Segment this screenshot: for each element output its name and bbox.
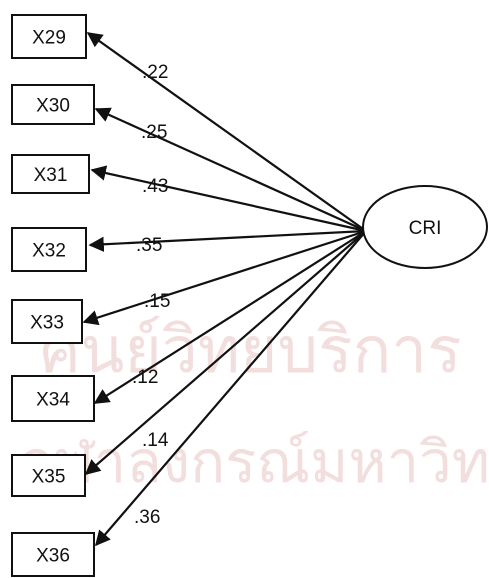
indicator-x32: X32 xyxy=(11,227,87,272)
indicator-box xyxy=(11,375,95,422)
indicator-label: X29 xyxy=(32,28,66,49)
path-arrow-x30 xyxy=(94,107,367,233)
path-arrow-x36 xyxy=(94,230,367,547)
path-arrow-x29 xyxy=(86,32,367,232)
path-arrow-x35 xyxy=(84,230,367,476)
indicator-x36: X36 xyxy=(11,532,95,577)
indicator-box xyxy=(11,299,83,344)
indicator-label: X36 xyxy=(36,546,70,567)
indicator-label: X33 xyxy=(30,313,64,334)
indicator-box xyxy=(11,532,95,577)
path-arrow-x32 xyxy=(88,229,367,252)
factor-ellipse xyxy=(362,185,488,269)
loading-value-x33: .15 xyxy=(144,291,170,312)
loading-value-x34: .12 xyxy=(132,367,158,388)
loading-value-x35: .14 xyxy=(142,430,169,451)
loading-value-x29: .22 xyxy=(142,62,168,83)
indicator-x30: X30 xyxy=(11,84,95,125)
loading-value-x30: .25 xyxy=(141,122,167,143)
loading-value-x36: .36 xyxy=(134,507,160,528)
loading-value-x32: .35 xyxy=(136,235,162,256)
indicator-box xyxy=(11,154,90,194)
path-arrow-x33 xyxy=(82,229,367,326)
indicator-box xyxy=(11,454,86,497)
indicator-x35: X35 xyxy=(11,454,86,497)
path-arrow-x31 xyxy=(90,165,367,233)
indicator-label: X32 xyxy=(32,241,66,262)
indicator-x34: X34 xyxy=(11,375,95,422)
watermark-line-1: ศูนย์วิทยบริการ xyxy=(40,314,462,389)
indicator-x33: X33 xyxy=(11,299,83,344)
indicator-label: X30 xyxy=(36,96,70,117)
path-arrow-x34 xyxy=(93,230,367,404)
loading-labels: .22 .25 .43 .35 .15 .12 .14 .36 xyxy=(132,62,170,528)
loading-paths xyxy=(82,32,367,547)
factor-label: CRI xyxy=(409,218,442,239)
indicator-box xyxy=(11,227,87,272)
indicator-x29: X29 xyxy=(11,14,87,59)
indicator-x31: X31 xyxy=(11,154,90,194)
watermark-line-2: จุฬาลงกรณ์มหาวิทยาลัย xyxy=(20,428,489,498)
indicator-label: X31 xyxy=(34,165,68,186)
indicator-box xyxy=(11,84,95,125)
loading-value-x31: .43 xyxy=(142,176,168,197)
indicator-label: X34 xyxy=(36,390,70,411)
indicator-label: X35 xyxy=(32,467,66,488)
indicator-box xyxy=(11,14,87,59)
